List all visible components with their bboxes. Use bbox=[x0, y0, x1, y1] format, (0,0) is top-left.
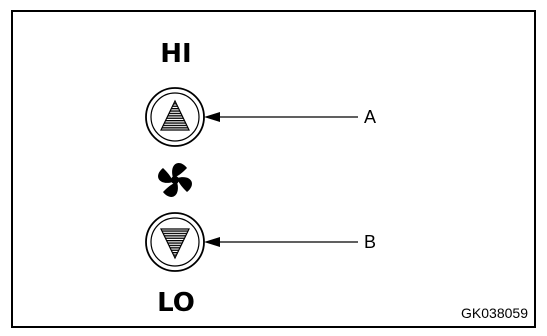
hi-label: HI bbox=[160, 39, 191, 69]
triangle-up-icon bbox=[160, 99, 190, 131]
callout-b-label: B bbox=[364, 232, 376, 252]
fan-speed-up-button[interactable] bbox=[145, 87, 205, 147]
callout-b-leader bbox=[204, 237, 358, 247]
figure-code: GK038059 bbox=[461, 305, 528, 321]
lo-label: LO bbox=[157, 288, 195, 318]
triangle-down-icon bbox=[160, 228, 190, 260]
fan-icon bbox=[158, 163, 192, 197]
fan-speed-down-button[interactable] bbox=[145, 212, 205, 272]
callout-a-label: A bbox=[364, 107, 376, 127]
figure-frame bbox=[11, 10, 536, 328]
callout-a-leader bbox=[204, 112, 358, 122]
